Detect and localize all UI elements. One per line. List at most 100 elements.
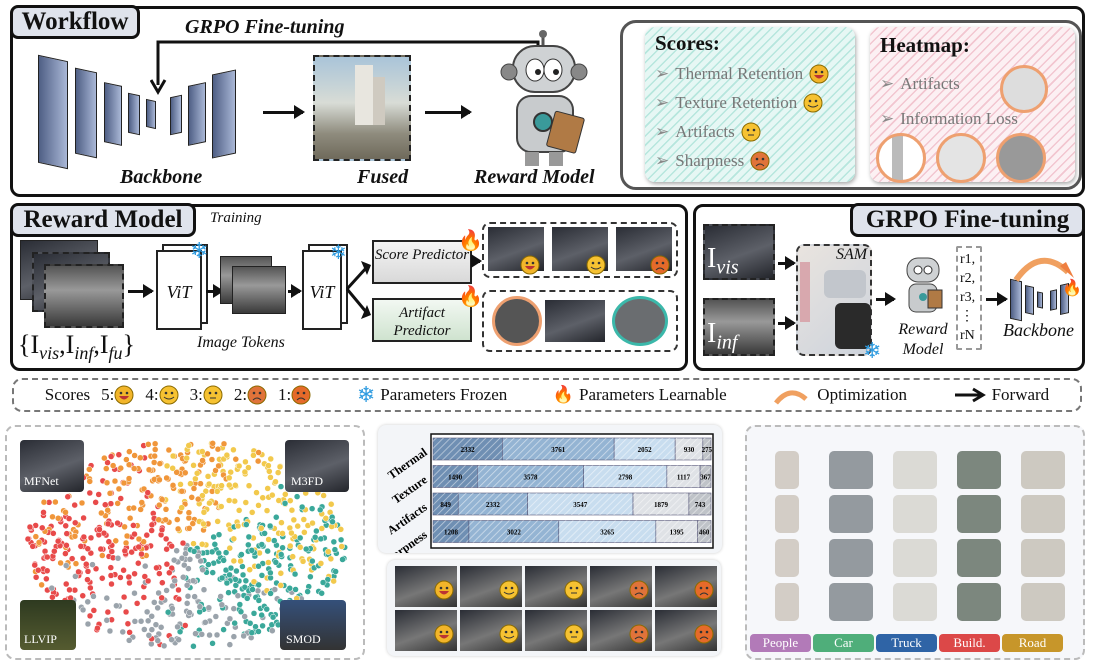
object-thumb: [893, 583, 937, 621]
reward-model-tag: Reward Model: [10, 203, 196, 237]
tsne-point: [215, 462, 222, 470]
tsne-point: [311, 534, 319, 541]
emoji-face-1-icon: [694, 624, 714, 644]
tsne-point: [277, 570, 285, 577]
legend-score-level: 5:: [101, 385, 134, 405]
score-example-thumb: [590, 566, 652, 607]
fused-label: Fused: [357, 166, 409, 188]
tsne-point: [94, 624, 101, 632]
tsne-point: [245, 541, 252, 549]
tsne-point: [220, 440, 228, 448]
training-label: Training: [210, 210, 262, 226]
emoji-face-3-icon: [741, 122, 761, 141]
vis-label: Ivis: [707, 243, 739, 279]
tsne-point: [49, 513, 56, 521]
score-item: ➢Sharpness: [655, 146, 845, 175]
tsne-point: [287, 542, 294, 550]
tsne-point: [197, 480, 204, 487]
tsne-point: [114, 500, 121, 507]
tsne-point: [32, 533, 40, 540]
tsne-point: [218, 482, 225, 489]
score-item: ➢Artifacts: [655, 117, 845, 146]
legend-scores-label: Scores: [44, 385, 91, 404]
tsne-point: [179, 539, 187, 547]
tsne-point: [169, 482, 177, 489]
bar-segment-hatch: [527, 493, 634, 515]
tsne-point: [107, 564, 115, 571]
tsne-point: [84, 568, 92, 575]
tsne-point: [319, 579, 327, 586]
tsne-point: [234, 522, 242, 530]
tsne-point: [186, 556, 194, 563]
tsne-point: [152, 621, 160, 628]
bullet-arrow-icon: ➢: [655, 63, 670, 83]
tsne-point: [214, 445, 222, 453]
tsne-point: [121, 523, 128, 531]
tsne-point: [182, 550, 189, 557]
tsne-point: [29, 543, 36, 550]
bar-segment: 460: [697, 520, 712, 543]
tsne-point: [337, 526, 345, 533]
forward-arrow-icon: [954, 387, 986, 403]
tsne-point: [137, 506, 144, 513]
tsne-point: [194, 552, 202, 560]
tsne-point: [248, 629, 256, 636]
tsne-point: [128, 548, 135, 556]
tsne-point: [267, 474, 274, 481]
tsne-point: [125, 461, 133, 468]
tsne-point: [158, 496, 166, 503]
legend-score-level: 3:: [190, 385, 223, 405]
tsne-point: [79, 592, 87, 600]
tsne-point: [165, 446, 173, 454]
forward-arrow: [876, 292, 896, 306]
input-image-stack: [44, 264, 124, 328]
tsne-point: [304, 588, 311, 595]
tsne-point: [106, 490, 114, 497]
tsne-point: [184, 592, 192, 600]
tsne-point: [24, 535, 32, 543]
tsne-point: [144, 577, 152, 585]
tsne-point: [158, 526, 166, 534]
tsne-point: [199, 566, 206, 574]
score-item-label: Artifacts: [675, 121, 735, 141]
emoji-face-5-icon: [809, 64, 829, 83]
bullet-arrow-icon: ➢: [880, 73, 895, 93]
tsne-point: [130, 465, 138, 472]
tsne-point: [226, 544, 234, 552]
tsne-point: [230, 605, 238, 612]
tsne-point: [77, 543, 85, 550]
tsne-point: [189, 520, 197, 527]
backbone-label: Backbone: [120, 166, 203, 188]
tsne-point: [98, 509, 105, 517]
bar-segment-hatch: [433, 520, 469, 543]
tsne-point: [235, 507, 243, 514]
tsne-point: [155, 589, 162, 597]
tsne-point: [232, 455, 240, 463]
tsne-point: [154, 637, 162, 644]
tsne-point: [126, 448, 133, 455]
tsne-point: [257, 525, 265, 532]
tsne-point: [287, 497, 294, 504]
tsne-point: [157, 624, 165, 631]
tsne-point: [148, 521, 156, 529]
tsne-point: [263, 507, 271, 514]
tsne-point: [43, 567, 51, 575]
tsne-point: [79, 555, 87, 562]
tsne-point: [86, 489, 94, 497]
tsne-point: [246, 620, 254, 627]
tsne-point: [227, 564, 235, 572]
tsne-point: [272, 559, 280, 566]
tsne-point: [299, 558, 307, 565]
score-example-thumb: [395, 610, 457, 651]
bar-segment: 1208: [432, 520, 470, 543]
tsne-point: [135, 535, 143, 543]
tsne-point: [178, 504, 185, 511]
tsne-point: [107, 500, 115, 507]
tsne-point: [160, 642, 168, 650]
reward-value: r3,: [960, 290, 976, 305]
dataset-thumb-mfnet: MFNet: [20, 440, 84, 492]
bar-segment-hatch: [558, 520, 656, 543]
tsne-point: [258, 611, 265, 619]
heatmap-item-information-loss: ➢Information Loss: [880, 104, 1065, 133]
score-example-thumb: [525, 566, 587, 607]
